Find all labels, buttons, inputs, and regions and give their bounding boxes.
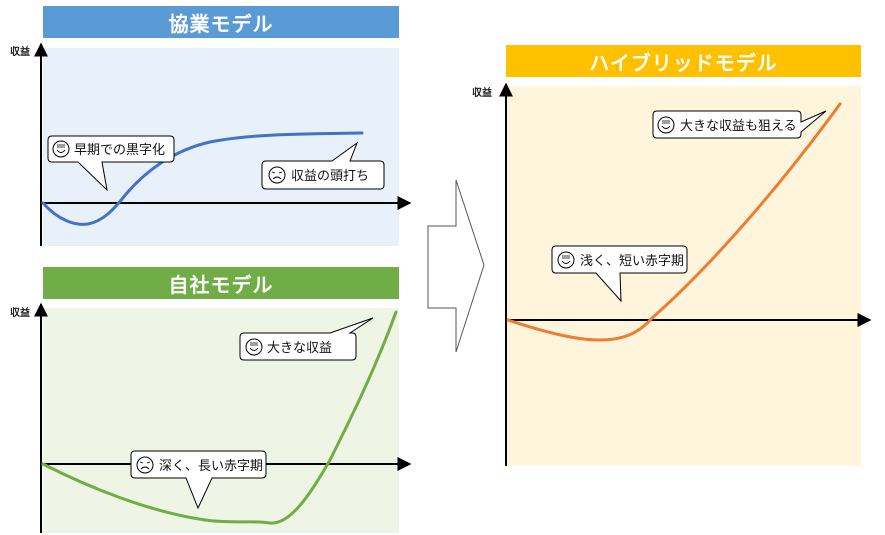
sad-face-icon — [136, 456, 154, 474]
smile-face-icon — [557, 251, 575, 269]
callout-text: 浅く、短い赤字期 — [580, 254, 684, 269]
kyogyo-revenue-curve — [41, 131, 364, 226]
kyogyo-y-axis-label: 収益 — [10, 45, 30, 58]
hybrid-callout-large-revenue-possible: 大きな収益も狙える — [652, 110, 827, 139]
hybrid-callout-shallow-short-deficit: 浅く、短い赤字期 — [551, 245, 688, 303]
callout-text: 収益の頭打ち — [291, 169, 369, 184]
jisha-callout-large-revenue: 大きな収益 — [239, 317, 374, 361]
callout-bubble — [239, 317, 374, 361]
jisha-y-axis-label: 収益 — [10, 306, 30, 319]
callout-bubble — [130, 450, 267, 510]
kyogyo-model-banner: 協業モデル — [43, 6, 399, 38]
kyogyo-model-title: 協業モデル — [168, 11, 274, 36]
smile-face-icon — [657, 116, 675, 134]
jisha-revenue-curve — [41, 310, 398, 525]
callout-bubble — [652, 110, 827, 139]
smile-face-icon — [52, 140, 70, 158]
transition-arrow-icon — [427, 179, 485, 353]
callout-bubble — [47, 135, 175, 192]
kyogyo-callout-early-profit: 早期での黒字化 — [47, 135, 175, 192]
jisha-callout-deep-long-deficit: 深く、長い赤字期 — [130, 450, 267, 510]
callout-text: 早期での黒字化 — [74, 143, 165, 158]
smile-face-icon — [245, 338, 263, 356]
callout-text: 深く、長い赤字期 — [159, 459, 263, 474]
kyogyo-model-chart: 収益 早期での黒字化 収益の頭打ち — [10, 42, 412, 246]
hybrid-model-chart: 収益 大きな収益も狙える 浅く、短い赤字期 — [472, 82, 872, 466]
jisha-model-banner: 自社モデル — [43, 267, 399, 299]
callout-text: 大きな収益も狙える — [680, 119, 797, 134]
callout-bubble — [551, 245, 688, 303]
hybrid-model-banner: ハイブリッドモデル — [506, 45, 861, 77]
kyogyo-callout-revenue-plateau: 収益の頭打ち — [261, 141, 385, 190]
jisha-model-chart: 収益 大きな収益 深く、長い赤字期 — [10, 302, 412, 533]
callout-text: 大きな収益 — [267, 341, 332, 356]
callout-bubble — [261, 141, 385, 190]
sad-face-icon — [268, 166, 286, 184]
hybrid-model-title: ハイブリッドモデル — [589, 50, 778, 75]
jisha-model-title: 自社モデル — [168, 272, 274, 297]
hybrid-y-axis-label: 収益 — [472, 86, 492, 99]
hybrid-panel-background — [506, 86, 861, 466]
hybrid-revenue-curve — [506, 102, 842, 342]
